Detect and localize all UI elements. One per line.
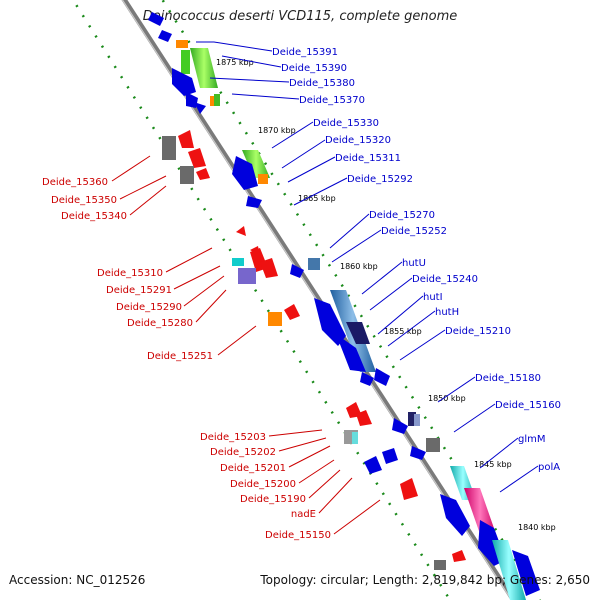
gene-blue-15320[interactable]: [232, 156, 258, 190]
gene-blue-15240[interactable]: [314, 298, 346, 346]
gene-orange-15251[interactable]: [268, 312, 282, 326]
gene-label[interactable]: Deide_15292: [347, 174, 413, 185]
gene-orange-15311[interactable]: [258, 174, 268, 184]
gene-label[interactable]: hutH: [435, 307, 459, 318]
gene-top-1[interactable]: [148, 12, 164, 26]
gene-label[interactable]: Deide_15330: [313, 118, 379, 129]
gene-blue-15180[interactable]: [392, 418, 408, 434]
gene-red-15150[interactable]: [400, 478, 418, 500]
gene-green-1[interactable]: [181, 50, 190, 74]
gene-orange-2[interactable]: [210, 96, 216, 106]
gene-label[interactable]: Deide_15240: [412, 274, 478, 285]
gene-label[interactable]: Deide_15390: [281, 63, 347, 74]
tick-label: 1855 kbp: [384, 327, 422, 336]
forward-labels: Deide_15391 Deide_15390 Deide_15380 Deid…: [272, 47, 561, 473]
gene-label[interactable]: Deide_15311: [335, 153, 401, 164]
gene-lime-1[interactable]: [190, 48, 218, 88]
gene-label[interactable]: polA: [538, 462, 560, 473]
gene-label[interactable]: glmM: [518, 434, 546, 445]
gene-blue-small-2[interactable]: [360, 372, 374, 386]
tick-label: 1875 kbp: [216, 58, 254, 67]
gene-blue-hutH[interactable]: [336, 334, 366, 372]
gene-label[interactable]: Deide_15280: [127, 318, 193, 329]
gene-blue-small-1[interactable]: [194, 102, 206, 114]
tick-labels: 1875 kbp 1870 kbp 1865 kbp 1860 kbp 1855…: [216, 58, 556, 532]
gene-label[interactable]: Deide_15200: [230, 479, 296, 490]
gene-label[interactable]: hutI: [423, 292, 443, 303]
gene-pink-polA[interactable]: [464, 488, 496, 534]
gene-navy-15160[interactable]: [408, 412, 416, 426]
gene-label[interactable]: Deide_15291: [106, 285, 172, 296]
gene-label[interactable]: Deide_15201: [220, 463, 286, 474]
gene-blue-15380[interactable]: [172, 68, 196, 96]
gene-green-15330[interactable]: [242, 150, 270, 178]
gene-label[interactable]: Deide_15251: [147, 351, 213, 362]
gene-label[interactable]: Deide_15380: [289, 78, 355, 89]
gene-steel-15252[interactable]: [308, 258, 320, 270]
gene-label[interactable]: nadE: [291, 509, 316, 520]
gene-label[interactable]: Deide_15270: [369, 210, 435, 221]
gene-label[interactable]: Deide_15180: [475, 373, 541, 384]
gene-red-15202[interactable]: [356, 410, 372, 426]
gene-cyan-15200[interactable]: [352, 432, 358, 444]
gene-blue-bottom[interactable]: [512, 550, 540, 596]
gene-label[interactable]: Deide_15210: [445, 326, 511, 337]
gene-label[interactable]: Deide_15340: [61, 211, 127, 222]
gene-label[interactable]: Deide_15350: [51, 195, 117, 206]
gene-blue-nadE[interactable]: [382, 448, 398, 464]
gene-blue-15311[interactable]: [246, 196, 262, 208]
gene-blue-15270[interactable]: [290, 264, 304, 278]
gene-label[interactable]: Deide_15320: [325, 135, 391, 146]
tick-label: 1845 kbp: [474, 460, 512, 469]
gene-label[interactable]: Deide_15290: [116, 302, 182, 313]
accession-text: Accession: NC_012526: [9, 573, 146, 587]
gene-gray-1[interactable]: [426, 438, 440, 452]
reverse-leaders: [111, 155, 381, 535]
gene-label[interactable]: Deide_15190: [240, 494, 306, 505]
gene-orange-1[interactable]: [176, 40, 188, 48]
tick-label: 1870 kbp: [258, 126, 296, 135]
tick-label: 1865 kbp: [298, 194, 336, 203]
gene-label[interactable]: hutU: [402, 258, 426, 269]
gene-top-2[interactable]: [158, 30, 172, 42]
genome-summary-text: Topology: circular; Length: 2,819,842 bp…: [260, 573, 590, 587]
gene-blue-small-3[interactable]: [410, 446, 426, 460]
gene-gray-15340[interactable]: [180, 166, 194, 184]
gene-red-15290[interactable]: [260, 258, 278, 278]
gene-cyan-15310[interactable]: [232, 258, 244, 266]
gene-red-15360b[interactable]: [188, 148, 206, 168]
gene-blue-polA-left[interactable]: [440, 494, 470, 536]
gene-label[interactable]: Deide_15160: [495, 400, 561, 411]
gene-label[interactable]: Deide_15360: [42, 177, 108, 188]
gene-blue-15190[interactable]: [364, 456, 382, 474]
gene-gray-bottom[interactable]: [434, 560, 446, 570]
tick-label: 1840 kbp: [518, 523, 556, 532]
gene-label[interactable]: Deide_15391: [272, 47, 338, 58]
gene-navy-hutI[interactable]: [346, 322, 370, 344]
reverse-labels: Deide_15360 Deide_15350 Deide_15340 Deid…: [42, 177, 331, 541]
tick-label: 1860 kbp: [340, 262, 378, 271]
gene-blue-15210[interactable]: [374, 368, 390, 386]
tick-label: 1850 kbp: [428, 394, 466, 403]
gene-red-bottom[interactable]: [452, 550, 466, 562]
gene-red-15340[interactable]: [196, 168, 210, 180]
tick-dots-inner: [71, 0, 452, 600]
gene-label[interactable]: Deide_15202: [210, 447, 276, 458]
gene-red-mid-1[interactable]: [236, 226, 246, 236]
gene-green-2[interactable]: [214, 94, 220, 106]
gene-red-15251[interactable]: [284, 304, 300, 320]
gene-label[interactable]: Deide_15150: [265, 530, 331, 541]
gene-gray-15360[interactable]: [162, 136, 176, 160]
gene-label[interactable]: Deide_15310: [97, 268, 163, 279]
gene-cyan-bottom[interactable]: [492, 540, 526, 600]
gene-label[interactable]: Deide_15252: [381, 226, 447, 237]
gene-purple-15280[interactable]: [238, 268, 256, 284]
map-title: Deinococcus deserti VCD115, complete gen…: [142, 9, 458, 24]
gene-red-15360[interactable]: [178, 130, 194, 148]
gene-steel-15160b[interactable]: [414, 414, 420, 426]
gene-label[interactable]: Deide_15203: [200, 432, 266, 443]
gene-label[interactable]: Deide_15370: [299, 95, 365, 106]
forward-leaders: [196, 41, 539, 493]
